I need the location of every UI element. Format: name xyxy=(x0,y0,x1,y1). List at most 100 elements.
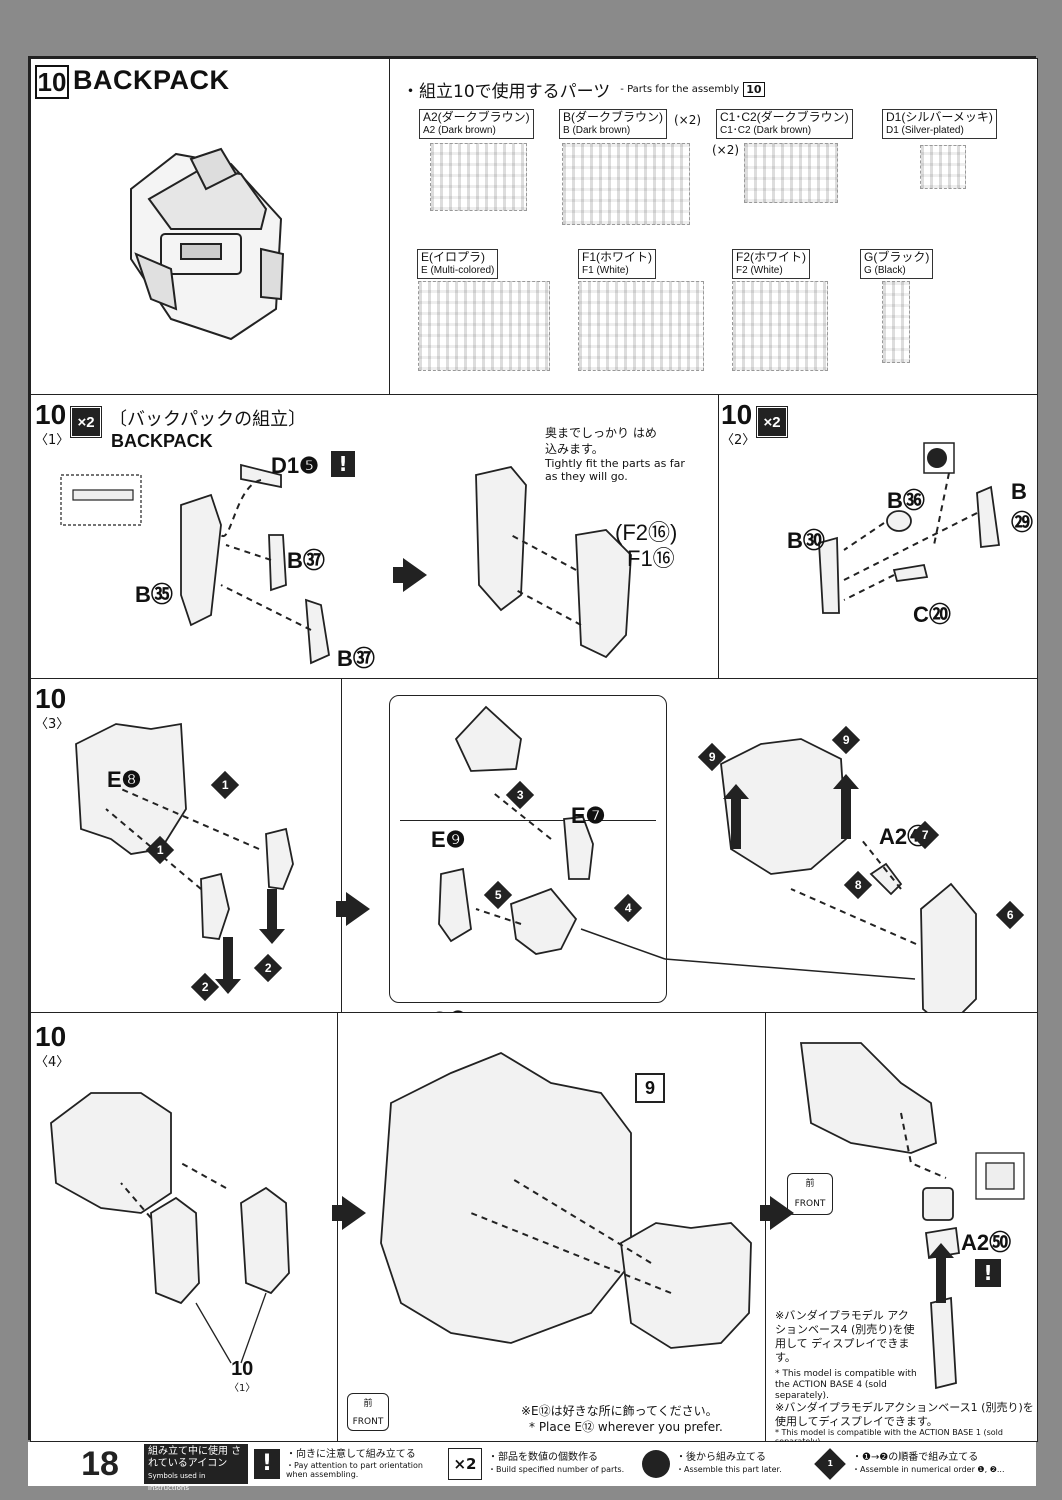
parts-heading-en: - Parts for the assembly xyxy=(620,84,740,95)
part-jp: D1(シルバーメッキ) xyxy=(886,110,993,124)
base1-note-en: * This model is compatible with the ACTI… xyxy=(775,1428,1003,1446)
place-note-en: * Place E⑫ wherever you prefer. xyxy=(529,1420,723,1434)
label-f2-16: (F2⑯) xyxy=(615,520,678,545)
legend-title: 組み立て中に使用 されているアイコン Symbols used in instr… xyxy=(144,1444,248,1492)
label-b29: B㉙ xyxy=(1011,479,1034,535)
runner-f2 xyxy=(732,281,828,371)
part-en: A2 (Dark brown) xyxy=(423,125,496,136)
step-1-number: 10 〈1〉 xyxy=(35,399,70,449)
part-en: B (Dark brown) xyxy=(563,125,631,136)
legend-jp: ・後から組み立てる xyxy=(676,1452,766,1463)
part-c: C1･C2(ダークブラウン)C1･C2 (Dark brown) xyxy=(716,109,853,139)
step-header-panel: 10 BACKPACK xyxy=(30,58,391,396)
part-a2: A2(ダークブラウン)A2 (Dark brown) xyxy=(419,109,534,139)
legend-order: 1 ・❶→❷の順番で組み立てる・Assemble in numerical or… xyxy=(814,1442,1036,1486)
step-4-panel: 10 〈4〉 xyxy=(30,1012,1038,1446)
step-3-diagram xyxy=(75,705,977,1015)
legend-attention: ! ・向きに注意して組み立てる・Pay attention to part or… xyxy=(254,1442,444,1486)
part-en: E (Multi-colored) xyxy=(421,265,495,276)
fit-note-jp: 奥までしっかり はめ込みます。 xyxy=(545,426,657,456)
step-title: BACKPACK xyxy=(73,65,230,95)
step-num: 10 xyxy=(721,399,753,430)
multiply-badge: ×2 xyxy=(70,406,102,438)
base4-note-en: * This model is compatible with the ACTI… xyxy=(775,1369,917,1401)
parts-heading: ・組立10で使用するパーツ - Parts for the assembly 1… xyxy=(402,77,765,102)
label-b35: B㉟ xyxy=(135,582,173,607)
parts-heading-jp: ・組立10で使用するパーツ xyxy=(402,82,611,102)
later-icon xyxy=(642,1450,670,1478)
part-jp: F2(ホワイト) xyxy=(736,250,806,264)
label-f1-16: F1⑯ xyxy=(627,546,675,571)
label-e9: E❾ xyxy=(431,827,466,852)
part-jp: E(イロプラ) xyxy=(421,250,485,264)
legend-jp: ・部品を数値の個数作る xyxy=(488,1452,598,1463)
part-jp: B(ダークブラウン) xyxy=(563,110,663,124)
step-sub: 〈1〉 xyxy=(35,433,70,448)
step-sub: 〈2〉 xyxy=(721,433,756,448)
ref-step: 10 〈1〉 xyxy=(229,1359,255,1394)
legend-jp: ・向きに注意して組み立てる xyxy=(286,1449,416,1460)
part-f2: F2(ホワイト)F2 (White) xyxy=(732,249,810,279)
place-note-jp: ※E⑫は好きな所に飾ってください。 xyxy=(521,1404,718,1418)
attention-icon: ! xyxy=(975,1259,1001,1287)
part-c-mult: (×2) xyxy=(712,143,740,157)
runner-c xyxy=(744,143,838,203)
part-g: G(ブラック)G (Black) xyxy=(860,249,934,279)
part-d1: D1(シルバーメッキ)D1 (Silver-plated) xyxy=(882,109,997,139)
front-en: FRONT xyxy=(352,1417,384,1427)
step-sub: 〈4〉 xyxy=(35,1055,70,1070)
parts-heading-num: 10 xyxy=(743,82,765,97)
step-num: 10 xyxy=(35,399,67,430)
order-icon: 1 xyxy=(814,1448,846,1480)
part-en: G (Black) xyxy=(864,265,906,276)
step-1-diagram xyxy=(60,463,632,665)
ref-step-sub: 〈1〉 xyxy=(229,1383,256,1394)
label-b36: B㊱ xyxy=(887,488,925,513)
part-e: E(イロプラ)E (Multi-colored) xyxy=(417,249,499,279)
step-4-divider-a xyxy=(337,1013,338,1443)
part-b: B(ダークブラウン)B (Dark brown) xyxy=(559,109,667,139)
label-c20: C⑳ xyxy=(913,602,951,627)
parts-list-panel: ・組立10で使用するパーツ - Parts for the assembly 1… xyxy=(389,58,1038,396)
step-1-title-jp: 〔バックパックの組立〕 xyxy=(109,409,307,430)
ref-step-num: 10 xyxy=(231,1358,254,1380)
front-en: FRONT xyxy=(794,1199,826,1209)
label-a2-51: A2㊿ xyxy=(961,1230,1012,1255)
multiply-badge: ×2 xyxy=(756,406,788,438)
step-4-divider-b xyxy=(765,1013,766,1443)
label-b37-lower: B㊲ xyxy=(337,646,375,671)
part-jp: A2(ダークブラウン) xyxy=(423,110,530,124)
step-3-panel: 10 〈3〉 xyxy=(30,678,1038,1032)
part-en: F2 (White) xyxy=(736,265,783,276)
step-2-number: 10 〈2〉 xyxy=(721,399,756,449)
part-jp: C1･C2(ダークブラウン) xyxy=(720,110,849,124)
legend-en: ・Assemble this part later. xyxy=(676,1465,782,1474)
legend-en: ・Assemble in numerical order ❶, ❷... xyxy=(852,1465,1005,1474)
part-en: F1 (White) xyxy=(582,265,629,276)
part-b-mult: (×2) xyxy=(674,113,702,127)
front-jp: 前 xyxy=(805,1179,815,1189)
step-num: 10 xyxy=(35,1021,67,1052)
step-2-diagram xyxy=(818,442,1001,614)
step-4-number: 10 〈4〉 xyxy=(35,1021,70,1071)
step-4-diagram xyxy=(50,1042,1025,1390)
step-number-box: 10 xyxy=(35,65,69,99)
legend-en: ・Build specified number of parts. xyxy=(488,1465,625,1474)
step-1-panel: 10 〈1〉 ×2 〔バックパックの組立〕 BACKPACK xyxy=(30,394,720,680)
legend-jp: ・❶→❷の順番で組み立てる xyxy=(852,1452,979,1463)
step-3-inset xyxy=(389,695,667,1003)
backpack-illustration xyxy=(130,147,285,341)
runner-f1 xyxy=(578,281,704,371)
fit-note-en: Tightly fit the parts as far as they wil… xyxy=(545,457,685,483)
base1-note-jp: ※バンダイプラモデルアクションベース1 (別売り)を使用してディスプレイできます… xyxy=(775,1401,1034,1428)
part-jp: G(ブラック) xyxy=(864,250,930,264)
label-d1-5: D1❺ xyxy=(271,453,319,478)
label-b30: B㉚ xyxy=(787,528,825,553)
multiply-icon: ×2 xyxy=(448,1448,482,1480)
base4-note-jp: ※バンダイプラモデル アクションベース4 (別売り)を使用して ディスプレイでき… xyxy=(775,1309,915,1364)
front-jp: 前 xyxy=(363,1399,373,1409)
step-1-title-en: BACKPACK xyxy=(111,431,213,451)
label-e7: E❼ xyxy=(571,803,606,828)
label-b37-upper: B㊲ xyxy=(287,548,325,573)
step-2-panel: 10 〈2〉 ×2 B㊱ B㉙ B㉚ C⑳ xyxy=(718,394,1038,680)
